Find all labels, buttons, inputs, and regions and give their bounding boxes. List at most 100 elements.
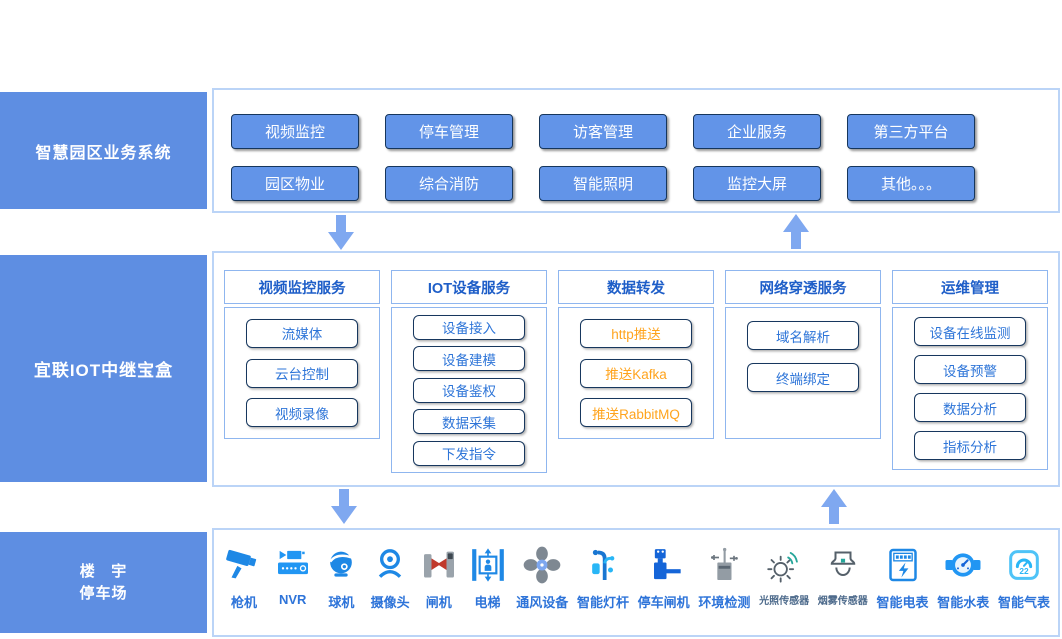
column-header-network-penetration: 网络穿透服务	[725, 270, 881, 304]
device-electric-meter: 智能电表	[877, 542, 929, 611]
column-body-data-forward: http推送 推送Kafka 推送RabbitMQ	[558, 307, 714, 439]
node-dns-resolution: 域名解析	[747, 321, 859, 350]
device-environment-station: 环境检测	[698, 542, 750, 611]
node-streaming-media: 流媒体	[246, 318, 358, 348]
column-header-ops-management: 运维管理	[892, 270, 1048, 304]
device-bullet-camera: 枪机	[224, 542, 264, 611]
node-terminal-binding: 终端绑定	[747, 363, 859, 392]
node-device-alert: 设备预警	[914, 355, 1026, 384]
service-column-video: 视频监控服务 流媒体 云台控制 视频录像	[224, 270, 380, 439]
device-label: 智能气表	[997, 595, 1050, 610]
node-ptz-control: 云台控制	[246, 358, 358, 388]
webcam-icon	[370, 542, 410, 588]
node-monitoring-wall: 监控大屏	[693, 166, 821, 201]
node-device-modeling: 设备建模	[413, 346, 525, 371]
device-label: 停车闸机	[637, 595, 690, 610]
flow-arrow-down-icon	[331, 489, 357, 524]
node-parking-management: 停车管理	[385, 114, 513, 149]
device-label: 烟雾传感器	[817, 596, 868, 607]
device-label: 智能灯杆	[576, 595, 629, 610]
device-turnstile: 闸机	[419, 542, 459, 611]
column-body-iot-device: 设备接入 设备建模 设备鉴权 数据采集 下发指令	[391, 307, 547, 473]
business-system-label: 智慧园区业务系统	[0, 92, 207, 209]
svg-text:22: 22	[1019, 566, 1029, 576]
smart-lamppost-icon	[583, 542, 623, 588]
node-fire-protection: 综合消防	[385, 166, 513, 201]
nvr-icon	[273, 542, 313, 588]
node-video-recording: 视频录像	[246, 398, 358, 428]
node-third-party-platform: 第三方平台	[847, 114, 975, 149]
parking-barrier-icon	[644, 542, 684, 588]
device-label: 电梯	[474, 595, 501, 610]
device-label: 环境检测	[698, 595, 751, 610]
device-label: 闸机	[425, 595, 452, 610]
service-column-network-penetration: 网络穿透服务 域名解析 终端绑定	[725, 270, 881, 439]
flow-arrow-down-icon	[328, 215, 354, 250]
device-light-sensor: 光照传感器	[759, 542, 809, 607]
service-column-ops-management: 运维管理 设备在线监测 设备预警 数据分析 指标分析	[892, 270, 1048, 470]
node-device-access: 设备接入	[413, 314, 525, 340]
service-column-data-forward: 数据转发 http推送 推送Kafka 推送RabbitMQ	[558, 270, 714, 439]
iot-relay-box-label: 宜联IOT中继宝盒	[0, 255, 207, 482]
column-header-iot-device: IOT设备服务	[391, 270, 547, 304]
device-elevator: 电梯	[468, 542, 508, 611]
device-parking-barrier: 停车闸机	[638, 542, 690, 611]
node-park-property: 园区物业	[231, 166, 359, 201]
node-enterprise-service: 企业服务	[693, 114, 821, 149]
node-visitor-management: 访客管理	[539, 114, 667, 149]
device-gas-meter: 22 智能气表	[998, 542, 1050, 611]
iot-relay-box-panel: 视频监控服务 流媒体 云台控制 视频录像 IOT设备服务 设备接入 设备建模 设…	[212, 251, 1060, 487]
device-label: 通风设备	[516, 595, 569, 610]
node-data-analysis: 数据分析	[914, 393, 1026, 422]
devices-panel: 枪机 NVR 球机 摄像头 闸机	[212, 528, 1060, 637]
electric-meter-icon	[883, 542, 923, 588]
device-dome-camera: 球机	[321, 542, 361, 611]
environment-station-icon	[704, 542, 744, 588]
fan-icon	[522, 542, 562, 588]
business-system-panel: 视频监控 停车管理 访客管理 企业服务 第三方平台 园区物业 综合消防 智能照明…	[212, 88, 1060, 213]
device-ventilation-fan: 通风设备	[516, 542, 568, 611]
water-meter-icon	[943, 542, 983, 588]
column-header-data-forward: 数据转发	[558, 270, 714, 304]
bullet-camera-icon	[224, 542, 264, 588]
flow-arrow-up-icon	[821, 489, 847, 524]
node-device-auth: 设备鉴权	[413, 377, 525, 403]
node-video-surveillance: 视频监控	[231, 114, 359, 149]
dome-camera-icon	[321, 542, 361, 588]
device-water-meter: 智能水表	[937, 542, 989, 611]
device-smart-lamppost: 智能灯杆	[577, 542, 629, 611]
device-label: NVR	[278, 592, 307, 607]
building-parking-label: 楼 宇 停车场	[0, 532, 207, 633]
device-label: 光照传感器	[759, 596, 810, 607]
device-label: 枪机	[230, 595, 257, 610]
smoke-sensor-icon	[823, 542, 863, 588]
node-rabbitmq-push: 推送RabbitMQ	[580, 398, 692, 428]
node-metric-analysis: 指标分析	[914, 431, 1026, 460]
column-body-ops-management: 设备在线监测 设备预警 数据分析 指标分析	[892, 307, 1048, 470]
column-body-video: 流媒体 云台控制 视频录像	[224, 307, 380, 439]
device-smoke-sensor: 烟雾传感器	[818, 542, 868, 607]
device-label: 摄像头	[370, 595, 410, 610]
device-label: 智能电表	[876, 595, 929, 610]
business-row-1: 视频监控 停车管理 访客管理 企业服务 第三方平台	[231, 114, 1058, 149]
column-header-video: 视频监控服务	[224, 270, 380, 304]
turnstile-icon	[419, 542, 459, 588]
node-data-collection: 数据采集	[413, 409, 525, 434]
column-body-network-penetration: 域名解析 终端绑定	[725, 307, 881, 439]
elevator-icon	[468, 542, 508, 588]
service-column-iot-device: IOT设备服务 设备接入 设备建模 设备鉴权 数据采集 下发指令	[391, 270, 547, 473]
flow-arrow-up-icon	[783, 214, 809, 249]
node-others: 其他。。。	[847, 166, 975, 201]
device-label: 智能水表	[937, 595, 990, 610]
node-command-dispatch: 下发指令	[413, 440, 525, 466]
device-label: 球机	[328, 595, 355, 610]
business-row-2: 园区物业 综合消防 智能照明 监控大屏 其他。。。	[231, 166, 1058, 201]
device-webcam: 摄像头	[370, 542, 410, 611]
node-http-push: http推送	[580, 318, 692, 348]
building-label-line: 楼 宇	[79, 562, 128, 580]
node-smart-lighting: 智能照明	[539, 166, 667, 201]
node-device-online-monitor: 设备在线监测	[914, 317, 1026, 346]
light-sensor-icon	[764, 542, 804, 588]
node-kafka-push: 推送Kafka	[580, 358, 692, 388]
